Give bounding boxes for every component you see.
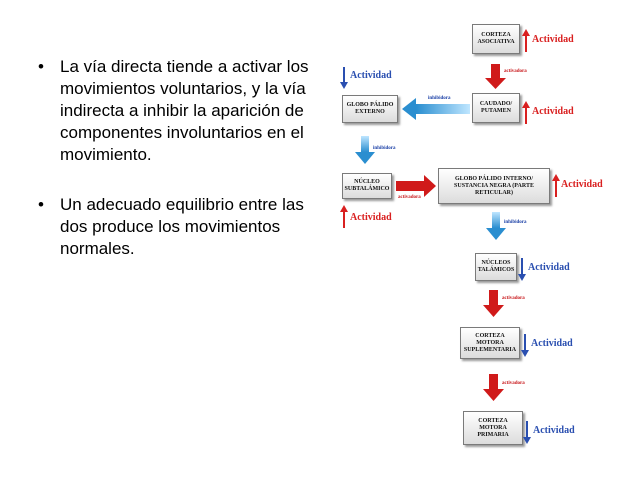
activity-down-arrow-icon: [340, 67, 348, 89]
activity-label-m1: Actividad: [533, 425, 575, 436]
inhibitory-arrow-gpe-stn: [355, 136, 375, 164]
bullet-text: Un adecuado equilibrio entre las dos pro…: [60, 195, 304, 258]
activity-down-arrow-icon: [521, 334, 529, 357]
excitatory-arrow-thalamus-sma: [483, 290, 504, 317]
box-corteza-motora-primaria: CORTEZA MOTORA PRIMARIA: [463, 411, 523, 445]
excitatory-label: activadora: [398, 195, 421, 200]
excitatory-label: activadora: [502, 381, 525, 386]
activity-down-arrow-icon: [523, 421, 531, 444]
diagram-arrows: [340, 29, 560, 444]
activity-label-caudado: Actividad: [532, 106, 574, 117]
excitatory-arrow-sma-m1: [483, 374, 504, 401]
activity-label-talamo: Actividad: [528, 262, 570, 273]
basal-ganglia-diagram: CORTEZA ASOCIATIVA CAUDADO/ PUTAMEN GLOB…: [320, 0, 638, 479]
inhibitory-arrow-caudate-gpe: [402, 98, 470, 120]
bullet-marker: •: [38, 195, 44, 214]
activity-down-arrow-icon: [518, 258, 526, 281]
activity-up-arrow-icon: [522, 101, 530, 124]
activity-up-arrow-icon: [522, 29, 530, 52]
box-globo-palido-externo: GLOBO PÁLIDO EXTERNO: [342, 95, 398, 123]
bullet-balance: • Un adecuado equilibrio entre las dos p…: [30, 194, 315, 260]
activity-label-corteza-asociativa: Actividad: [532, 34, 574, 45]
activity-label-gpe: Actividad: [350, 70, 392, 81]
inhibitory-label: inhibidora: [428, 96, 451, 101]
excitatory-arrow-stn-gpi: [396, 175, 436, 197]
box-globo-palido-interno: GLOBO PÁLIDO INTERNO/ SUSTANCIA NEGRA (P…: [438, 168, 550, 204]
box-caudado-putamen: CAUDADO/ PUTAMEN: [472, 93, 520, 123]
bullet-marker: •: [38, 57, 44, 76]
inhibitory-label: inhibidora: [504, 220, 527, 225]
box-corteza-asociativa: CORTEZA ASOCIATIVA: [472, 24, 520, 54]
activity-up-arrow-icon: [552, 174, 560, 197]
bullet-list: • La vía directa tiende a activar los mo…: [30, 56, 315, 288]
activity-label-stn: Actividad: [350, 212, 392, 223]
box-nucleo-subtalamico: NÚCLEO SUBTALÁMICO: [342, 173, 392, 199]
box-nucleos-talamicos: NÚCLEOS TALÁMICOS: [475, 253, 517, 281]
inhibitory-label: inhibidora: [373, 146, 396, 151]
excitatory-arrow-cortex-caudate: [485, 64, 506, 89]
excitatory-label: activadora: [504, 69, 527, 74]
bullet-direct-indirect: • La vía directa tiende a activar los mo…: [30, 56, 315, 166]
excitatory-label: activadora: [502, 296, 525, 301]
inhibitory-arrow-gpi-thalamus: [486, 212, 506, 240]
activity-up-arrow-icon: [340, 205, 348, 228]
box-corteza-motora-suplementaria: CORTEZA MOTORA SUPLEMENTARIA: [460, 327, 520, 359]
bullet-text: La vía directa tiende a activar los movi…: [60, 57, 309, 164]
activity-label-sma: Actividad: [531, 338, 573, 349]
activity-label-gpi: Actividad: [561, 179, 603, 190]
